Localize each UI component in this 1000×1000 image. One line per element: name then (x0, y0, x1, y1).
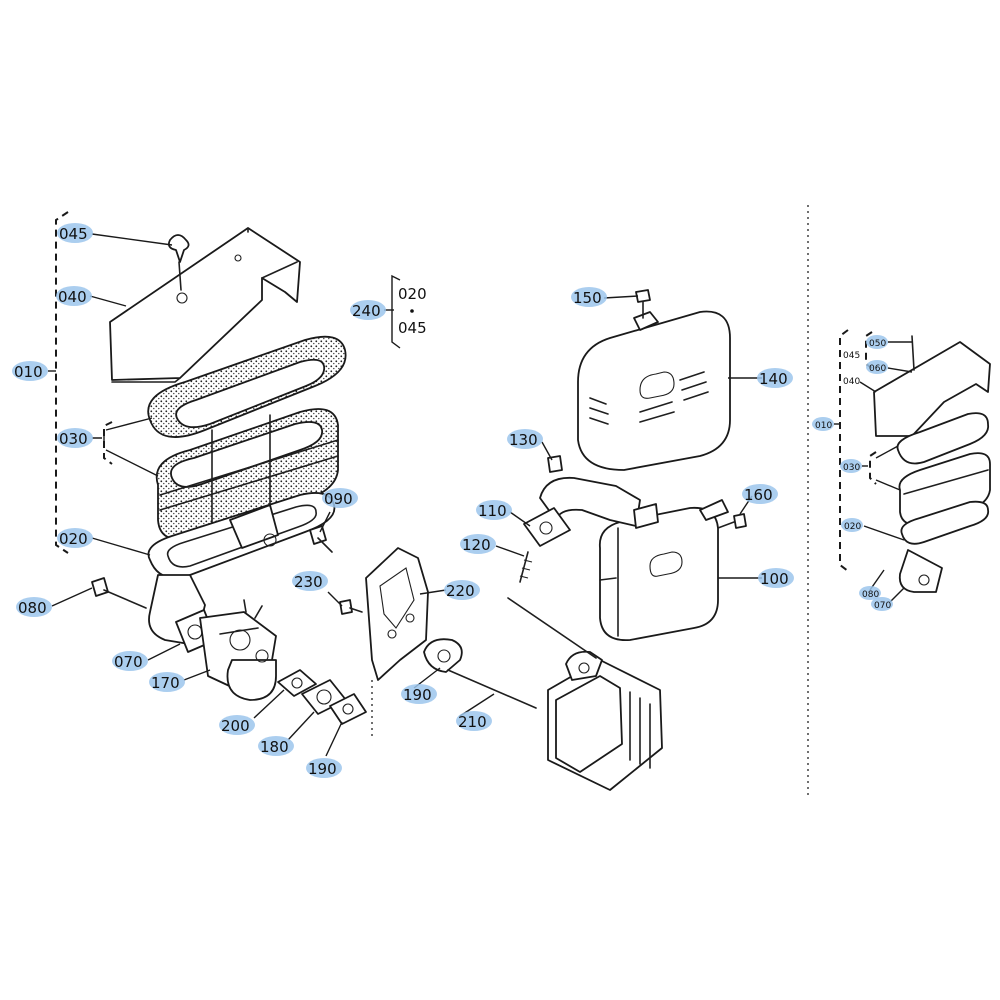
air-cleaner-base (147, 492, 336, 646)
callout-170[interactable]: 170 (151, 674, 180, 692)
inset-callout-070[interactable]: 070 (874, 601, 891, 611)
callout-240-020: 020 (398, 285, 427, 303)
callout-160[interactable]: 160 (744, 486, 773, 504)
callout-130[interactable]: 130 (509, 431, 538, 449)
insulator-gasket (329, 693, 367, 725)
intake-baffle (365, 547, 429, 681)
callout-150[interactable]: 150 (573, 289, 602, 307)
bolt (309, 525, 333, 553)
inset-callout-045[interactable]: 045 (843, 351, 860, 361)
carburetor (199, 599, 277, 701)
inset-callout-020[interactable]: 020 (844, 522, 861, 532)
callout-090[interactable]: 090 (324, 490, 353, 508)
muffler (598, 499, 729, 641)
bullet-dot (410, 309, 414, 313)
wing-nut (167, 234, 190, 291)
callout-200[interactable]: 200 (221, 717, 250, 735)
carburetor-gasket (277, 669, 317, 697)
inset-callout-010[interactable]: 010 (815, 421, 832, 431)
callout-220[interactable]: 220 (446, 582, 475, 600)
callouts: 010 045 040 030 020 080 070 170 090 200 … (12, 223, 893, 778)
exhaust-dashed-guide (507, 597, 597, 659)
callout-070[interactable]: 070 (114, 653, 143, 671)
callout-100[interactable]: 100 (760, 570, 789, 588)
callout-030[interactable]: 030 (59, 430, 88, 448)
inset-callout-030[interactable]: 030 (843, 463, 860, 473)
callout-190-lower[interactable]: 190 (308, 760, 337, 778)
muffler-screw (635, 289, 651, 319)
callout-040[interactable]: 040 (58, 288, 87, 306)
callout-110[interactable]: 110 (478, 502, 507, 520)
callout-180[interactable]: 180 (260, 738, 289, 756)
callout-120[interactable]: 120 (462, 536, 491, 554)
muffler-guard (577, 310, 731, 471)
callout-045[interactable]: 045 (59, 225, 88, 243)
inset-callout-080[interactable]: 080 (862, 590, 879, 600)
group-bracket-010 (55, 211, 69, 554)
callout-210[interactable]: 210 (458, 713, 487, 731)
baffle-screw (339, 599, 363, 615)
cylinder-head (547, 650, 663, 791)
exhaust-stud (519, 551, 533, 583)
exhaust-gasket (423, 638, 463, 673)
callout-240-045: 045 (398, 319, 427, 337)
air-cleaner-cover (109, 227, 301, 383)
pre-cleaner-foam (147, 335, 347, 438)
stud-bolt (447, 669, 537, 709)
callout-190-upper[interactable]: 190 (403, 686, 432, 704)
callout-010[interactable]: 010 (14, 363, 43, 381)
callout-020[interactable]: 020 (59, 530, 88, 548)
inset-callout-060[interactable]: 060 (869, 364, 886, 374)
callout-080[interactable]: 080 (18, 599, 47, 617)
stud-nut (91, 577, 147, 609)
muffler-bolt (717, 513, 747, 529)
pipe-nut (547, 455, 563, 473)
callout-140[interactable]: 140 (759, 370, 788, 388)
inset-callout-040[interactable]: 040 (843, 377, 860, 387)
inset-air-cleaner (839, 329, 991, 593)
callout-240[interactable]: 240 (352, 302, 381, 320)
callout-230[interactable]: 230 (294, 573, 323, 591)
inset-callout-050[interactable]: 050 (869, 339, 886, 349)
exhaust-pipe (523, 476, 659, 547)
air-cleaner-assembly (48, 211, 367, 725)
